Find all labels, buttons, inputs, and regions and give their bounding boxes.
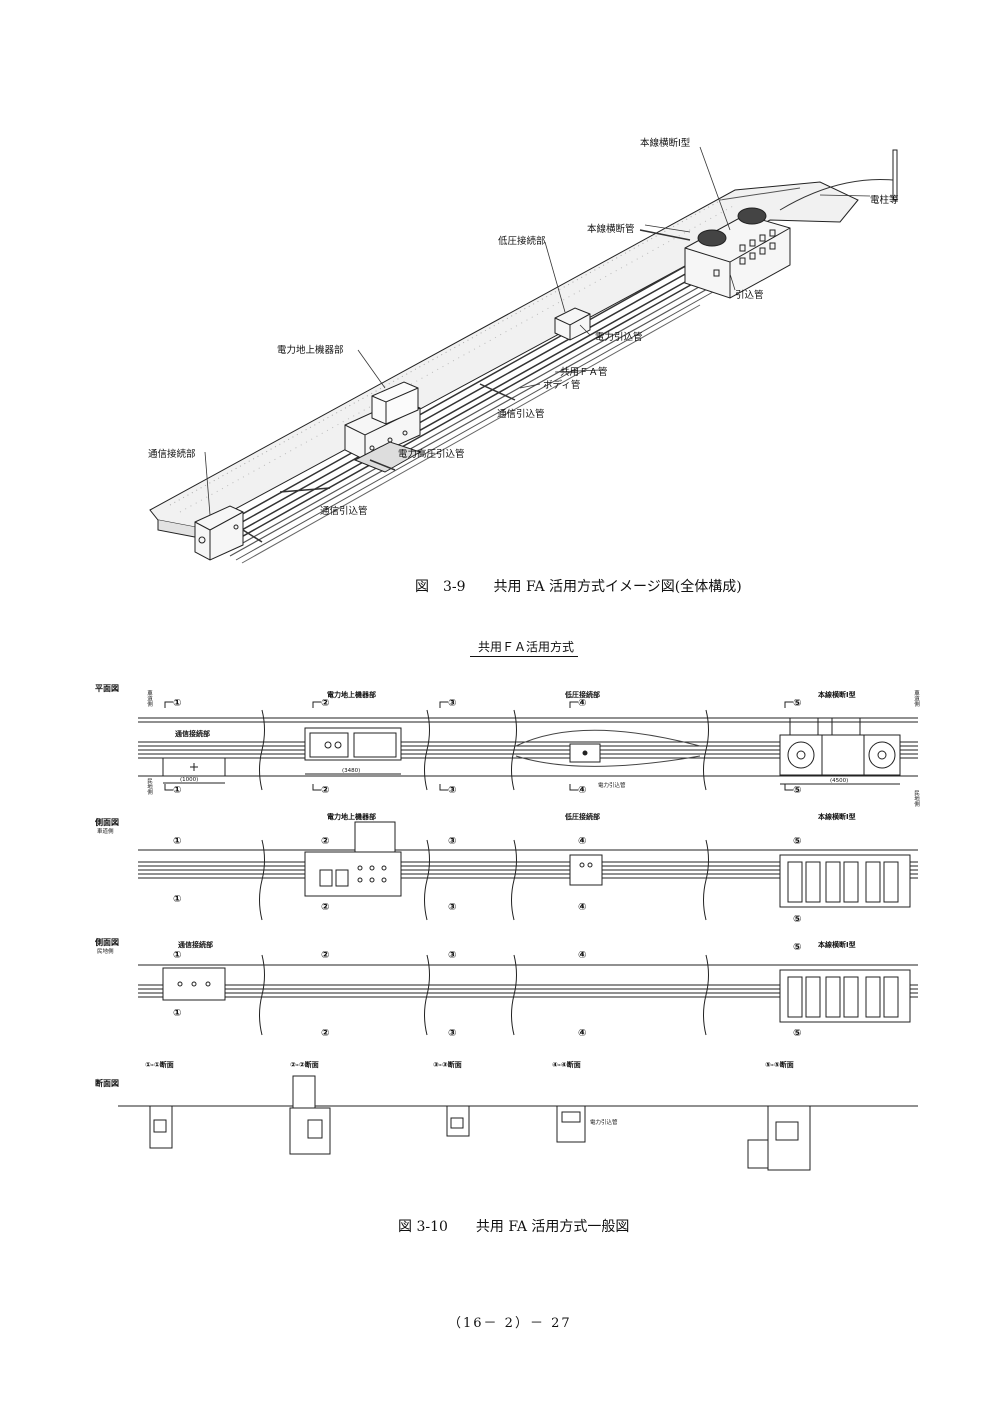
label-plan-view: 平面図 bbox=[95, 684, 119, 693]
label-power-lead-pipe: 電力引込管 bbox=[595, 332, 643, 343]
side1-marker-5-top: ⑤ bbox=[793, 836, 802, 847]
label-power-ground-equipment: 電力地上機器部 bbox=[277, 345, 344, 356]
label-roadway-side-top: 車道側 bbox=[146, 690, 152, 707]
section-label-1: ①-①断面 bbox=[145, 1061, 174, 1069]
figure-3-10-title: 共用ＦＡ活用方式 bbox=[470, 638, 579, 657]
label-low-voltage-joint: 低圧接続部 bbox=[498, 236, 546, 247]
marker-4-bottom: ④ bbox=[578, 785, 587, 796]
plan-dim-2: (3480) bbox=[342, 768, 361, 774]
label-section-view: 断面図 bbox=[95, 1079, 119, 1088]
side1-label-main-cross: 本線横断Ⅰ型 bbox=[818, 813, 856, 821]
page-number: （16－ 2）－ 27 bbox=[448, 1316, 572, 1331]
label-private-side-bottom: 民地側 bbox=[146, 778, 152, 795]
label-side-view-1: 側面図 bbox=[95, 818, 119, 827]
side1-marker-1-bottom: ① bbox=[173, 894, 182, 905]
plan-label-comm-joint: 通信接続部 bbox=[175, 730, 210, 738]
side2-marker-2-top: ② bbox=[321, 950, 330, 961]
side2-marker-2-bottom: ② bbox=[321, 1028, 330, 1039]
side1-marker-4-bottom: ④ bbox=[578, 902, 587, 913]
marker-5-bottom: ⑤ bbox=[793, 785, 802, 796]
plan-dim-5: (4500) bbox=[830, 778, 849, 784]
side1-marker-3-top: ③ bbox=[448, 836, 457, 847]
side1-label-power-equipment: 電力地上機器部 bbox=[327, 813, 376, 821]
side2-marker-1-bottom: ① bbox=[173, 1008, 182, 1019]
label-power-hv-lead-pipe: 電力高圧引込管 bbox=[398, 449, 465, 460]
side2-marker-4-bottom: ④ bbox=[578, 1028, 587, 1039]
side1-marker-1-top: ① bbox=[173, 836, 182, 847]
marker-2-top: ② bbox=[321, 698, 330, 709]
label-body-pipe: ボディ管 bbox=[543, 380, 581, 391]
side2-marker-3-bottom: ③ bbox=[448, 1028, 457, 1039]
marker-2-bottom: ② bbox=[321, 785, 330, 796]
figure-3-10-caption: 図 3-10 共用 FA 活用方式一般図 bbox=[398, 1219, 630, 1235]
side1-marker-3-bottom: ③ bbox=[448, 902, 457, 913]
side2-label-main-cross: 本線横断Ⅰ型 bbox=[818, 941, 856, 949]
section-label-power-lead-pipe: 電力引込管 bbox=[590, 1120, 618, 1126]
side1-marker-2-bottom: ② bbox=[321, 902, 330, 913]
marker-3-bottom: ③ bbox=[448, 785, 457, 796]
side1-marker-4-top: ④ bbox=[578, 836, 587, 847]
label-comm-joint: 通信接続部 bbox=[148, 449, 196, 460]
section-label-2: ②-②断面 bbox=[290, 1061, 319, 1069]
side2-marker-1-top: ① bbox=[173, 950, 182, 961]
label-comm-lead-pipe-1: 通信引込管 bbox=[497, 409, 545, 420]
side1-marker-5-bottom: ⑤ bbox=[793, 914, 802, 925]
label-side-view-2-sub: 民地側 bbox=[97, 949, 114, 955]
side1-label-low-voltage-joint: 低圧接続部 bbox=[565, 813, 600, 821]
label-comm-lead-pipe-2: 通信引込管 bbox=[320, 506, 368, 517]
marker-3-top: ③ bbox=[448, 698, 457, 709]
label-shared-fa-pipe: 共用ＦＡ管 bbox=[560, 367, 608, 378]
marker-1-top: ① bbox=[173, 698, 182, 709]
plan-label-power-equipment: 電力地上機器部 bbox=[327, 691, 376, 699]
label-main-cross-type1: 本線横断Ⅰ型 bbox=[640, 138, 691, 149]
figure-3-9-caption: 図 3-9 共用 FA 活用方式イメージ図(全体構成) bbox=[415, 579, 742, 595]
label-utility-pole: 電柱等 bbox=[870, 195, 899, 206]
section-label-5: ⑤-⑤断面 bbox=[765, 1061, 794, 1069]
plan-label-main-cross: 本線横断Ⅰ型 bbox=[818, 691, 856, 699]
plan-label-power-lead-pipe: 電力引込管 bbox=[598, 783, 626, 789]
side2-label-comm-joint: 通信接続部 bbox=[178, 941, 213, 949]
label-side-view-2: 側面図 bbox=[95, 938, 119, 947]
side2-marker-5-bottom: ⑤ bbox=[793, 1028, 802, 1039]
label-lead-in-pipe: 引込管 bbox=[735, 290, 764, 301]
side2-marker-3-top: ③ bbox=[448, 950, 457, 961]
label-main-cross-pipe: 本線横断管 bbox=[587, 224, 635, 235]
side2-marker-5-top: ⑤ bbox=[793, 942, 802, 953]
marker-1-bottom: ① bbox=[173, 785, 182, 796]
marker-5-top: ⑤ bbox=[793, 698, 802, 709]
section-label-3: ③-③断面 bbox=[433, 1061, 462, 1069]
plan-label-low-voltage-joint: 低圧接続部 bbox=[565, 691, 600, 699]
label-side-view-1-sub: 車道側 bbox=[97, 829, 114, 835]
side1-marker-2-top: ② bbox=[321, 836, 330, 847]
section-label-4: ④-④断面 bbox=[552, 1061, 581, 1069]
side2-marker-4-top: ④ bbox=[578, 950, 587, 961]
marker-4-top: ④ bbox=[578, 698, 587, 709]
label-roadway-side-right: 車道側 bbox=[913, 690, 919, 707]
label-private-side-right: 民地側 bbox=[913, 790, 919, 807]
plan-dim-1: (1000) bbox=[180, 777, 199, 783]
